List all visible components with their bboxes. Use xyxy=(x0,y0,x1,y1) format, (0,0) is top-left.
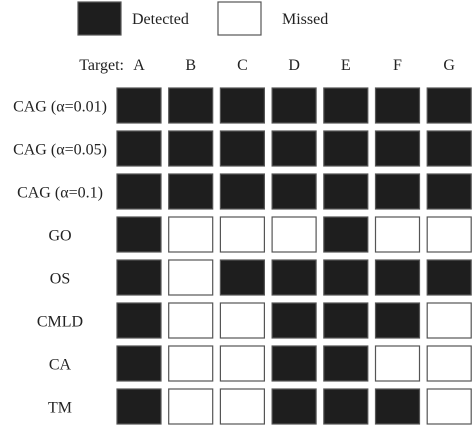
matrix-cell-detected-c xyxy=(219,87,265,124)
matrix-cell-detected-e xyxy=(323,345,369,382)
matrix-cell-missed-f xyxy=(374,216,421,253)
matrix-cell-detected-e xyxy=(323,302,369,339)
row-label: GO xyxy=(48,228,71,245)
matrix-cell-detected-e xyxy=(323,259,369,296)
matrix-cell-detected-e xyxy=(323,87,369,124)
column-label-c: C xyxy=(237,57,248,74)
matrix-cell-detected-a xyxy=(116,259,162,296)
matrix-cell-detected-g xyxy=(426,87,472,124)
matrix-cell-missed-c xyxy=(219,216,265,253)
matrix-cell-missed-c xyxy=(219,345,265,382)
matrix-cell-detected-a xyxy=(116,345,162,382)
matrix-cell-missed-c xyxy=(219,388,265,425)
legend-swatch-missed xyxy=(217,1,262,36)
matrix-cell-detected-e xyxy=(323,130,369,167)
row-label: CAG (α=0.1) xyxy=(17,185,103,202)
matrix-cell-missed-d xyxy=(271,216,317,253)
matrix-cell-detected-d xyxy=(271,87,317,124)
matrix-cell-detected-e xyxy=(323,388,369,425)
column-label-e: E xyxy=(341,57,351,74)
matrix-cell-missed-b xyxy=(168,216,214,253)
column-label-a: A xyxy=(133,57,145,74)
matrix-cells xyxy=(116,87,472,425)
legend-label-detected: Detected xyxy=(132,11,189,28)
matrix-cell-detected-a xyxy=(116,302,162,339)
column-label-d: D xyxy=(288,57,300,74)
matrix-cell-detected-f xyxy=(374,173,421,210)
column-label-f: F xyxy=(393,57,402,74)
matrix-cell-detected-a xyxy=(116,173,162,210)
matrix-cell-missed-g xyxy=(426,302,472,339)
matrix-cell-detected-c xyxy=(219,173,265,210)
matrix-cell-detected-b xyxy=(168,130,214,167)
column-label-g: G xyxy=(443,57,455,74)
matrix-cell-missed-g xyxy=(426,388,472,425)
row-label: CAG (α=0.01) xyxy=(13,99,107,116)
matrix-cell-missed-g xyxy=(426,345,472,382)
matrix-cell-detected-c xyxy=(219,130,265,167)
legend-swatch-detected xyxy=(77,1,122,36)
matrix-cell-detected-d xyxy=(271,173,317,210)
matrix-cell-detected-c xyxy=(219,259,265,296)
matrix-cell-detected-f xyxy=(374,388,421,425)
column-label-b: B xyxy=(185,57,196,74)
matrix-cell-missed-b xyxy=(168,388,214,425)
matrix-cell-detected-g xyxy=(426,259,472,296)
matrix-cell-detected-e xyxy=(323,216,369,253)
target-header-label: Target: xyxy=(79,57,124,74)
matrix-cell-detected-b xyxy=(168,87,214,124)
matrix-cell-missed-g xyxy=(426,216,472,253)
matrix-cell-detected-f xyxy=(374,87,421,124)
matrix-cell-detected-g xyxy=(426,130,472,167)
matrix-cell-missed-b xyxy=(168,302,214,339)
matrix-cell-detected-e xyxy=(323,173,369,210)
row-label: CA xyxy=(49,357,72,374)
legend-label-missed: Missed xyxy=(282,11,328,28)
row-label: TM xyxy=(48,400,72,417)
matrix-cell-detected-b xyxy=(168,173,214,210)
matrix-cell-detected-g xyxy=(426,173,472,210)
matrix-cell-detected-f xyxy=(374,302,421,339)
matrix-cell-detected-f xyxy=(374,259,421,296)
row-labels: CAG (α=0.01) CAG (α=0.05) CAG (α=0.1) GO OS C… xyxy=(13,99,107,417)
matrix-cell-missed-c xyxy=(219,302,265,339)
matrix-cell-detected-a xyxy=(116,87,162,124)
matrix-cell-detected-a xyxy=(116,388,162,425)
column-header: Target: A B C D E F G xyxy=(79,57,455,74)
matrix-cell-detected-d xyxy=(271,259,317,296)
legend: Detected Missed xyxy=(77,1,328,36)
matrix-cell-detected-d xyxy=(271,388,317,425)
matrix-cell-missed-f xyxy=(374,345,421,382)
matrix-cell-detected-d xyxy=(271,302,317,339)
matrix-cell-detected-d xyxy=(271,130,317,167)
matrix-cell-detected-f xyxy=(374,130,421,167)
row-label: CMLD xyxy=(37,314,83,331)
matrix-cell-detected-d xyxy=(271,345,317,382)
matrix-cell-missed-b xyxy=(168,345,214,382)
row-label: OS xyxy=(50,271,70,288)
matrix-cell-missed-b xyxy=(168,259,214,296)
matrix-cell-detected-a xyxy=(116,216,162,253)
row-label: CAG (α=0.05) xyxy=(13,142,107,159)
matrix-cell-detected-a xyxy=(116,130,162,167)
